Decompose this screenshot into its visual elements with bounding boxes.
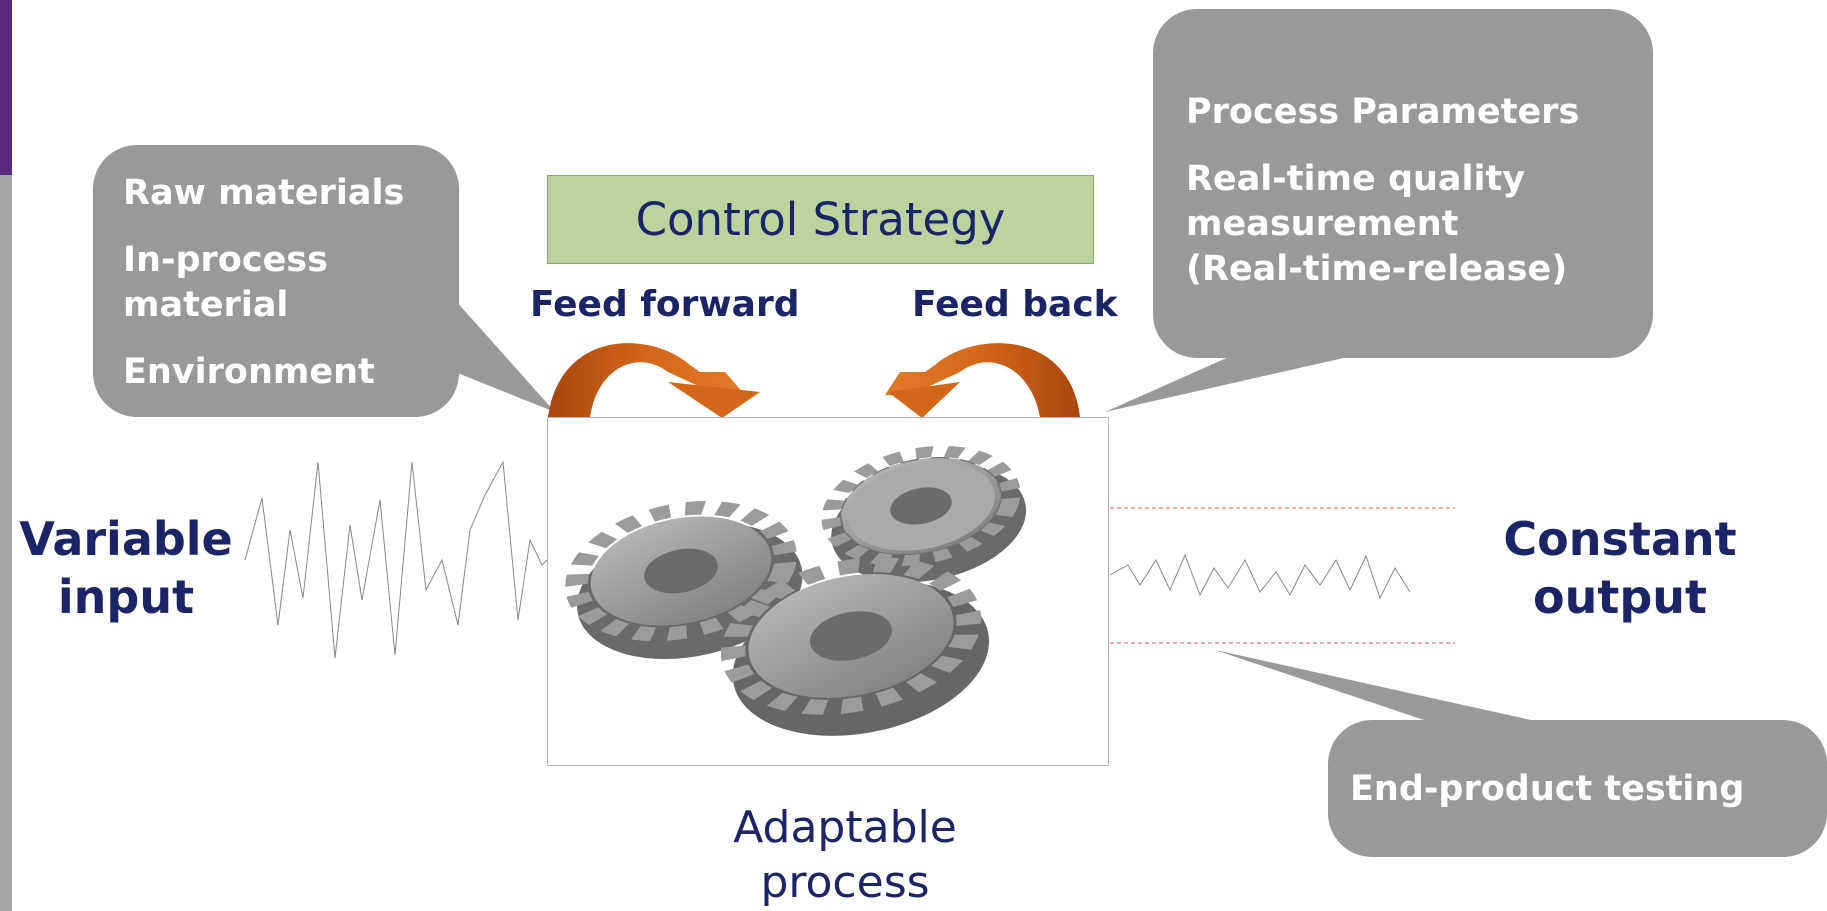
in-process-material-label: In-process material <box>123 240 328 325</box>
real-time-quality-label: Real-time quality measurement (Real-time… <box>1186 159 1568 289</box>
inputs-callout: Raw materials In-process material Enviro… <box>93 145 459 417</box>
control-strategy-box: Control Strategy <box>547 175 1094 264</box>
feed-back-label: Feed back <box>912 284 1118 325</box>
accent-bar <box>0 0 12 175</box>
feed-back-arrow-icon <box>885 343 1080 418</box>
process-box <box>547 417 1109 766</box>
constant-output-signal <box>1109 553 1411 600</box>
gears-icon <box>565 445 1027 736</box>
feed-forward-arrow-icon <box>548 343 760 418</box>
constant-output-label: Constant output <box>1503 512 1737 624</box>
environment-label: Environment <box>123 352 375 392</box>
raw-materials-label: Raw materials <box>123 173 405 213</box>
side-bar <box>0 175 12 911</box>
end-product-testing-label: End-product testing <box>1350 769 1745 809</box>
inputs-callout-tail <box>455 300 555 412</box>
variable-input-label: Variable input <box>19 512 233 624</box>
testing-callout-tail <box>1215 650 1540 722</box>
feed-forward-label: Feed forward <box>530 284 800 325</box>
variable-input-signal <box>244 460 548 659</box>
process-parameters-label: Process Parameters <box>1186 92 1580 132</box>
parameters-callout: Process Parameters Real-time quality mea… <box>1153 9 1653 358</box>
params-callout-tail <box>1105 352 1370 412</box>
adaptable-process-label: Adaptable process <box>733 802 957 908</box>
testing-callout: End-product testing <box>1328 720 1827 857</box>
